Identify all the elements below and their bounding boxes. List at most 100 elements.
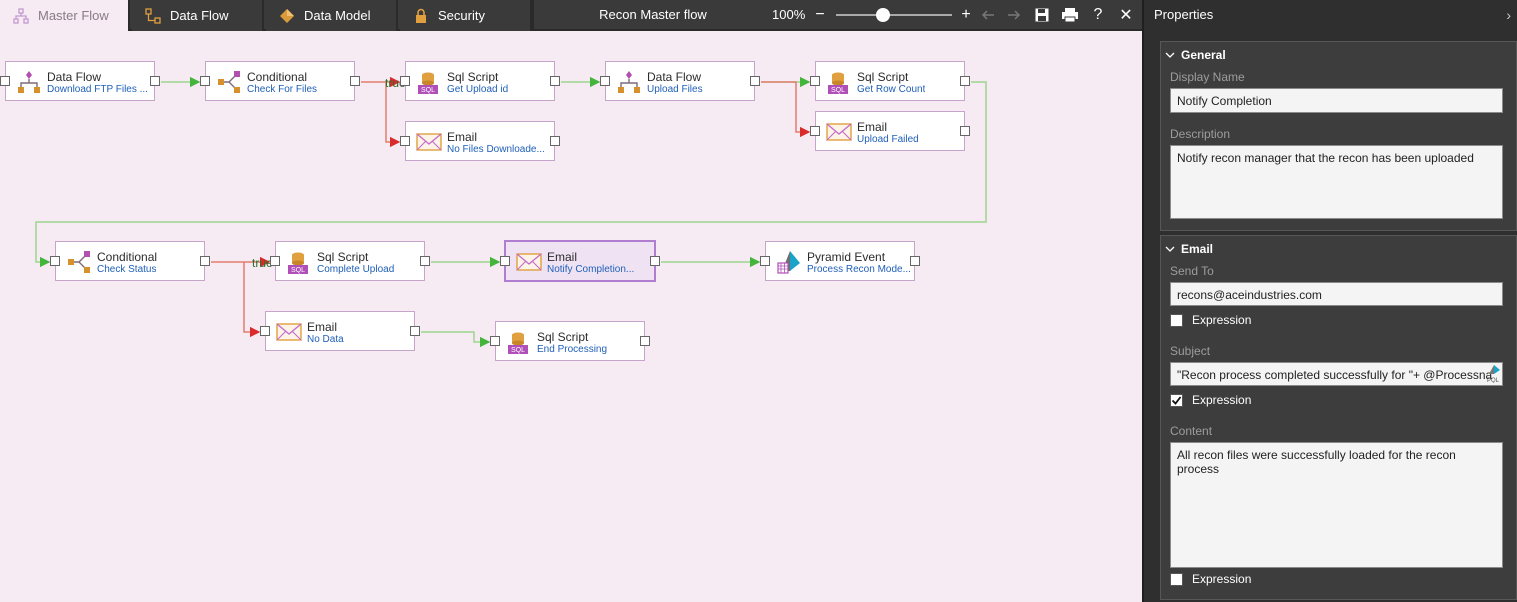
zoom-slider-thumb[interactable] xyxy=(876,8,890,22)
node-title: Sql Script xyxy=(317,250,369,264)
node-sql-end-processing[interactable]: SQL Sql Script End Processing xyxy=(490,321,650,361)
email-section-header[interactable]: Email xyxy=(1165,242,1213,256)
content-textarea[interactable]: All recon files were successfully loaded… xyxy=(1170,442,1503,568)
node-subtitle: Check For Files xyxy=(247,84,318,95)
tab-master-flow[interactable]: Master Flow xyxy=(0,0,130,31)
node-title: Conditional xyxy=(247,70,308,84)
redo-button[interactable] xyxy=(1004,5,1024,25)
output-port[interactable] xyxy=(550,136,560,146)
node-pyramid-event[interactable]: Pyramid Event Process Recon Mode... xyxy=(760,241,920,281)
svg-text:PQL: PQL xyxy=(1487,378,1500,383)
node-data-flow-upload[interactable]: Data Flow Upload Files xyxy=(600,61,760,101)
node-conditional-check-status[interactable]: Conditional Check Status xyxy=(50,241,210,281)
node-email-upload-failed[interactable]: Email Upload Failed xyxy=(810,111,970,151)
input-port[interactable] xyxy=(400,136,410,146)
tab-data-model[interactable]: Data Model xyxy=(266,0,398,31)
node-subtitle: Complete Upload xyxy=(317,264,395,275)
input-port[interactable] xyxy=(600,76,610,86)
link xyxy=(421,331,491,348)
zoom-in-button[interactable]: + xyxy=(961,6,971,23)
node-subtitle: No Data xyxy=(307,334,344,345)
checkmark-icon xyxy=(1171,396,1182,405)
sql-badge-text: SQL xyxy=(831,87,845,94)
subject-input[interactable]: "Recon process completed successfully fo… xyxy=(1170,362,1503,386)
output-port[interactable] xyxy=(910,256,920,266)
expression-label: Expression xyxy=(1192,572,1252,586)
lock-icon xyxy=(416,8,426,23)
save-icon xyxy=(1035,8,1049,22)
output-port[interactable] xyxy=(150,76,160,86)
subject-expression-checkbox[interactable] xyxy=(1170,394,1183,407)
print-button[interactable] xyxy=(1060,5,1080,25)
output-port[interactable] xyxy=(960,126,970,136)
general-section: General Display Name Notify Completion D… xyxy=(1160,41,1517,231)
output-port[interactable] xyxy=(750,76,760,86)
output-port[interactable] xyxy=(200,256,210,266)
output-port[interactable] xyxy=(960,76,970,86)
expression-label: Expression xyxy=(1192,393,1252,407)
node-data-flow-download[interactable]: Data Flow Download FTP Files ... xyxy=(0,61,160,101)
tab-security[interactable]: Security xyxy=(400,0,532,31)
description-textarea[interactable]: Notify recon manager that the recon has … xyxy=(1170,145,1503,219)
node-title: Pyramid Event xyxy=(807,250,886,264)
undo-button[interactable] xyxy=(978,5,998,25)
output-port[interactable] xyxy=(640,336,650,346)
input-port[interactable] xyxy=(810,126,820,136)
email-icon xyxy=(276,323,302,341)
email-icon xyxy=(826,123,852,141)
node-subtitle: Upload Failed xyxy=(857,134,919,145)
node-title: Sql Script xyxy=(447,70,499,84)
input-port[interactable] xyxy=(760,256,770,266)
output-port[interactable] xyxy=(350,76,360,86)
node-subtitle: Process Recon Mode... xyxy=(807,264,911,275)
input-port[interactable] xyxy=(500,256,510,266)
tab-data-flow[interactable]: Data Flow xyxy=(132,0,264,31)
node-email-notify-completion[interactable]: Email Notify Completion... xyxy=(500,240,660,282)
node-subtitle: Notify Completion... xyxy=(547,264,635,275)
node-title: Email xyxy=(447,130,478,144)
output-port[interactable] xyxy=(410,326,420,336)
general-section-header[interactable]: General xyxy=(1165,48,1226,62)
zoom-out-button[interactable]: − xyxy=(815,6,825,23)
input-port[interactable] xyxy=(0,76,10,86)
input-port[interactable] xyxy=(50,256,60,266)
output-port[interactable] xyxy=(420,256,430,266)
close-button[interactable]: ✕ xyxy=(1119,7,1133,24)
input-port[interactable] xyxy=(200,76,210,86)
expression-label: Expression xyxy=(1192,313,1252,327)
input-port[interactable] xyxy=(270,256,280,266)
node-email-no-data[interactable]: Email No Data xyxy=(260,311,420,351)
send-to-expression-checkbox[interactable] xyxy=(1170,314,1183,327)
display-name-input[interactable]: Notify Completion xyxy=(1170,88,1503,113)
sql-script-icon: SQL xyxy=(828,72,848,94)
output-port[interactable] xyxy=(550,76,560,86)
node-conditional-check-files[interactable]: Conditional Check For Files xyxy=(200,61,360,101)
data-flow-node-icon xyxy=(618,71,640,93)
input-port[interactable] xyxy=(810,76,820,86)
node-sql-get-row-count[interactable]: SQL Sql Script Get Row Count xyxy=(810,61,970,101)
zoom-level: 100% xyxy=(772,7,806,22)
subject-label: Subject xyxy=(1170,344,1211,358)
node-subtitle: Get Upload id xyxy=(447,84,509,95)
zoom-slider-track[interactable] xyxy=(836,14,952,16)
output-port[interactable] xyxy=(650,256,660,266)
sql-badge-text: SQL xyxy=(511,347,525,354)
flow-canvas[interactable]: true true Data Flow Download FTP Files .… xyxy=(0,33,1142,602)
save-button[interactable] xyxy=(1032,5,1052,25)
pql-expression-icon[interactable]: PQL xyxy=(1485,365,1501,383)
content-expression-checkbox[interactable] xyxy=(1170,573,1183,586)
input-port[interactable] xyxy=(490,336,500,346)
node-title: Sql Script xyxy=(537,330,589,344)
node-sql-get-upload-id[interactable]: SQL Sql Script Get Upload id xyxy=(400,61,560,101)
sql-script-icon: SQL xyxy=(418,72,438,94)
flow-links xyxy=(35,76,987,348)
input-port[interactable] xyxy=(400,76,410,86)
chevron-down-icon xyxy=(1165,246,1175,252)
node-sql-complete-upload[interactable]: SQL Sql Script Complete Upload xyxy=(270,241,430,281)
help-button[interactable]: ? xyxy=(1093,6,1103,23)
node-email-no-files[interactable]: Email No Files Downloade... xyxy=(400,121,560,161)
send-to-input[interactable]: recons@aceindustries.com xyxy=(1170,282,1503,306)
chevron-right-icon[interactable]: › xyxy=(1506,7,1511,23)
chevron-down-icon xyxy=(1165,52,1175,58)
input-port[interactable] xyxy=(260,326,270,336)
